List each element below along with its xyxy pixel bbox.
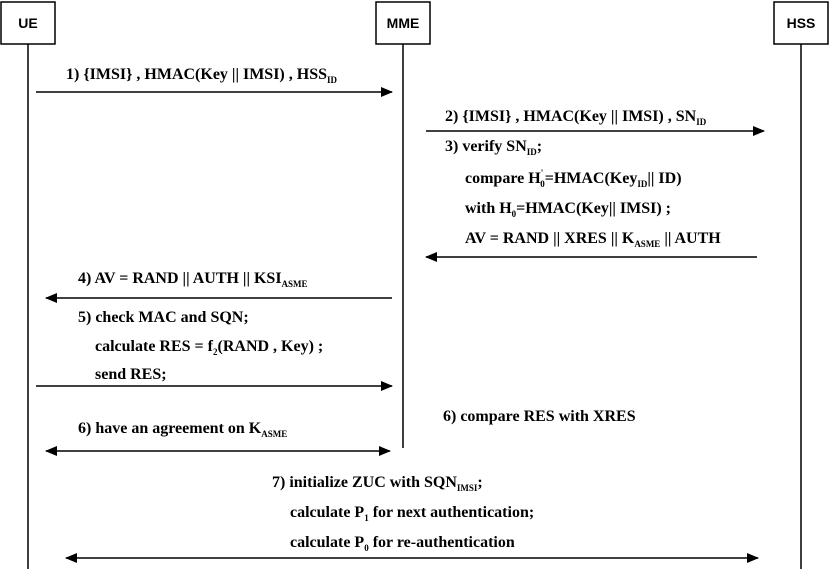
message-5-line-2: calculate RES = f2(RAND , Key) ; xyxy=(95,338,323,357)
ue-entity: UE xyxy=(0,1,56,45)
message-7-line-1: 7) initialize ZUC with SQNIMSI; xyxy=(272,474,483,493)
ue-box xyxy=(0,1,56,45)
message-1-label: 1) {IMSI} , HMAC(Key || IMSI) , HSSID xyxy=(66,66,338,85)
message-5-line-1: 5) check MAC and SQN; xyxy=(78,309,249,326)
message-3-line-2: compare H'0=HMAC(KeyID|| ID) xyxy=(465,168,682,189)
message-6-left-label: 6) have an agreement on KASME xyxy=(78,420,287,439)
ue-label: UE xyxy=(18,15,37,31)
hss-label: HSS xyxy=(787,15,816,31)
hss-entity: HSS xyxy=(773,1,829,45)
mme-entity: MME xyxy=(375,1,431,45)
message-6-right-label: 6) compare RES with XRES xyxy=(443,408,636,425)
mme-box xyxy=(375,1,431,45)
message-5-line-3: send RES; xyxy=(95,366,167,383)
mme-label: MME xyxy=(387,15,420,31)
message-3-line-3: with H0=HMAC(Key|| IMSI) ; xyxy=(465,200,671,219)
message-7-line-3: calculate P0 for re-authentication xyxy=(290,534,515,553)
message-7-line-2: calculate P1 for next authentication; xyxy=(290,504,534,523)
message-3-line-1: 3) verify SNID; xyxy=(445,138,542,157)
message-2-label: 2) {IMSI} , HMAC(Key || IMSI) , SNID xyxy=(445,108,707,127)
message-4-label: 4) AV = RAND || AUTH || KSIASME xyxy=(78,270,308,289)
message-3-line-4: AV = RAND || XRES || KASME || AUTH xyxy=(465,230,721,249)
